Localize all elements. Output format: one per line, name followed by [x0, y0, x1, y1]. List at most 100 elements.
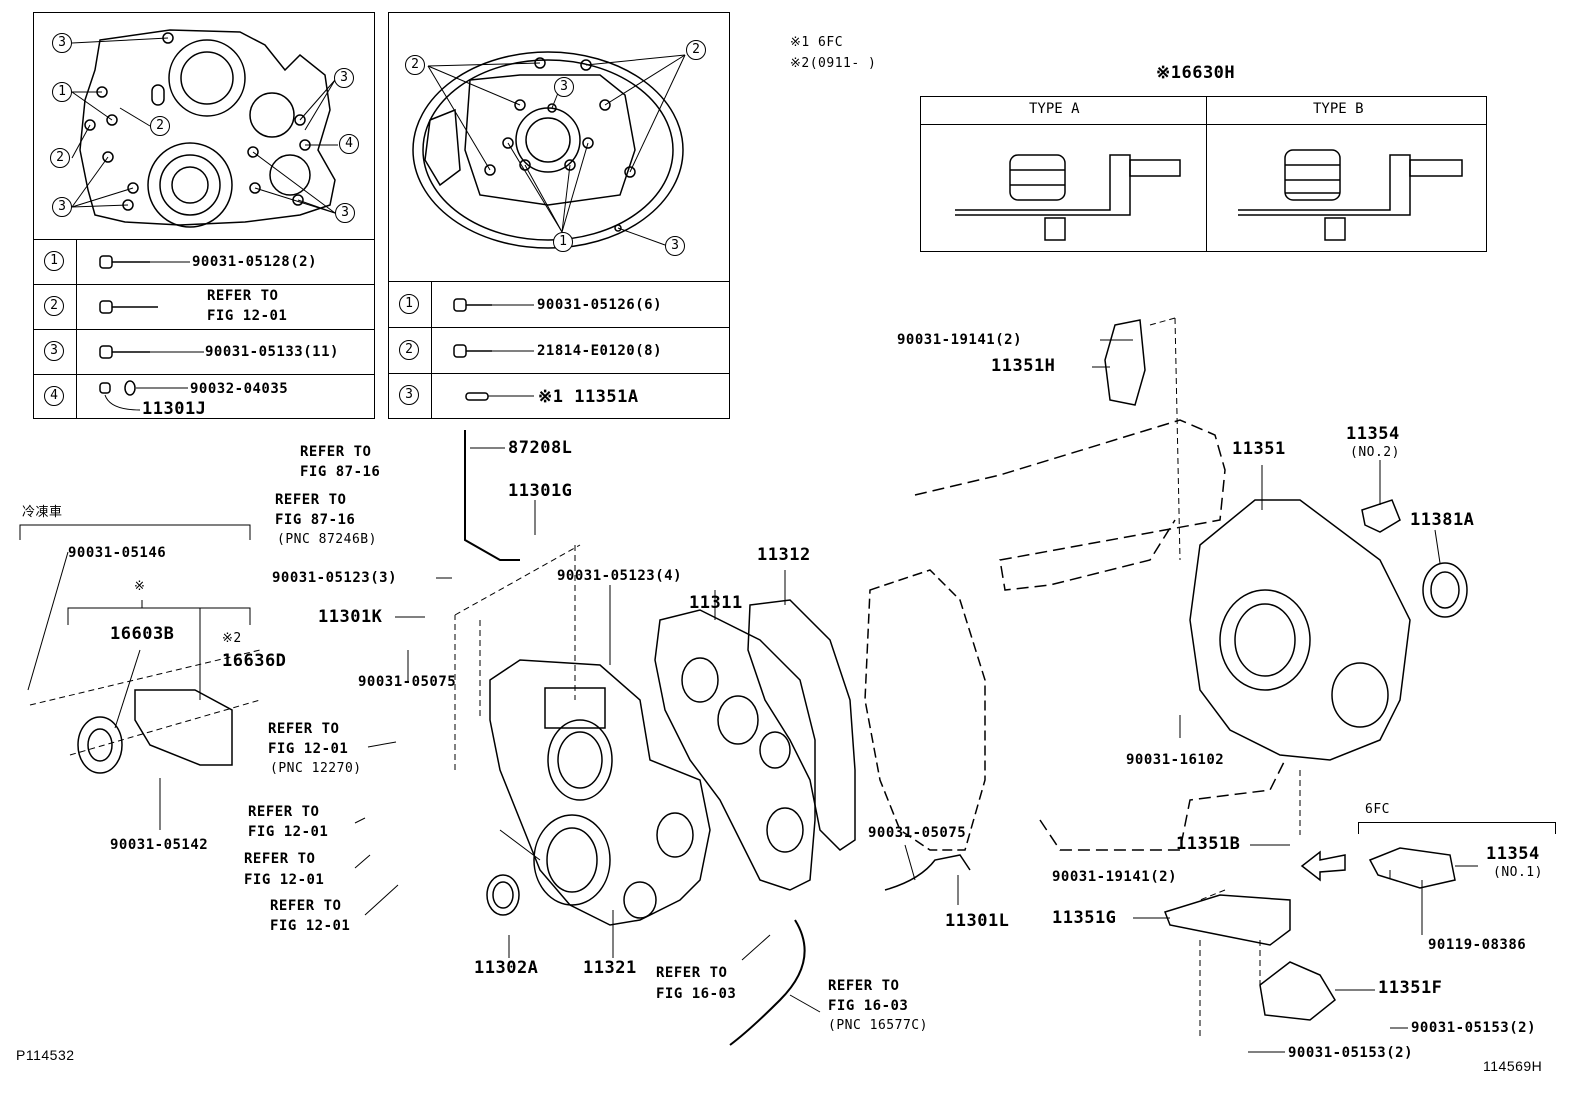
- table-b-num-3: 3: [399, 385, 419, 405]
- bolt-icons-tables: [99, 255, 534, 411]
- label-16636d: 16636D: [222, 651, 287, 671]
- label-11381a: 11381A: [1410, 510, 1475, 530]
- inset-table-a: [33, 12, 375, 419]
- label-refer-87-16-b2: FIG 87-16: [275, 512, 356, 528]
- oil-seal-drawing: [1422, 562, 1468, 618]
- label-11351: 11351: [1232, 439, 1286, 459]
- inset-a-callout-1: 1: [52, 82, 72, 102]
- label-11351f: 11351F: [1378, 978, 1443, 998]
- type-a-pulley-drawing: [955, 154, 1181, 241]
- label-refer-16-03-b1: REFER TO: [828, 978, 900, 994]
- label-no1: (NO.1): [1493, 865, 1543, 880]
- label-11354-a: 11354: [1346, 424, 1400, 444]
- front-plate-drawing: [654, 609, 816, 891]
- table-b-num-1: 1: [399, 294, 419, 314]
- label-kome2: ※2: [222, 631, 242, 646]
- figure-code-right: 114569H: [1483, 1058, 1543, 1074]
- inset-a-callout-3a: 3: [52, 33, 72, 53]
- label-90031-19141-a: 90031-19141(2): [897, 332, 1023, 348]
- table-b-part-3: ※1 11351A: [538, 387, 639, 407]
- inset-a-callout-2a: 2: [150, 116, 170, 136]
- label-kome: ※: [134, 579, 146, 594]
- inset-b-callout-2b: 2: [686, 40, 706, 60]
- label-90031-05142: 90031-05142: [110, 837, 209, 853]
- inset-a-callout-3b: 3: [52, 197, 72, 217]
- inset-a-callout-3c: 3: [334, 68, 354, 88]
- label-11351h: 11351H: [991, 356, 1056, 376]
- type-table-title: ※16630H: [1156, 63, 1236, 83]
- label-90031-05146: 90031-05146: [68, 545, 167, 561]
- type-b-header: TYPE B: [1313, 101, 1364, 117]
- inset-a-callout-3d: 3: [335, 203, 355, 223]
- inset-b-callout-3a: 3: [554, 77, 574, 97]
- bracket-11351f-drawing: [1259, 961, 1336, 1021]
- inset-table-b: [388, 12, 730, 419]
- label-11301l: 11301L: [945, 911, 1010, 931]
- table-a-refer-2: FIG 12-01: [207, 308, 288, 324]
- label-90119-08386: 90119-08386: [1428, 937, 1527, 953]
- bracket-11351h-drawing: [1104, 319, 1146, 406]
- water-hose-drawing: [729, 919, 806, 1046]
- label-pnc-16577c: (PNC 16577C): [828, 1018, 928, 1033]
- oil-pipe-87208l: [464, 430, 520, 561]
- timing-gear-case-drawing: [489, 659, 711, 926]
- inset-b-callout-3b: 3: [665, 236, 685, 256]
- gasket-drawing: [747, 599, 856, 851]
- label-90031-05075-a: 90031-05075: [358, 674, 457, 690]
- label-11354-b: 11354: [1486, 844, 1540, 864]
- label-refer-12-01-a2: FIG 12-01: [268, 741, 349, 757]
- label-refer-16-03-a2: FIG 16-03: [656, 986, 737, 1002]
- inset-b-callout-1: 1: [553, 232, 573, 252]
- figure-code-left: P114532: [16, 1047, 75, 1063]
- sensor-wire-11301l: [884, 854, 971, 891]
- label-refer-12-01-b2: FIG 12-01: [248, 824, 329, 840]
- table-a-part-3: 90031-05133(11): [205, 344, 339, 360]
- engine-block-outline: [914, 419, 1226, 591]
- table-a-num-2: 2: [44, 296, 64, 316]
- label-11302a: 11302A: [474, 958, 539, 978]
- label-11301g: 11301G: [508, 481, 573, 501]
- arrow-6fc: [1300, 850, 1346, 882]
- label-reitou-sha: 冷凍車: [22, 505, 63, 520]
- inset-b-callout-2a: 2: [405, 55, 425, 75]
- table-b-num-2: 2: [399, 340, 419, 360]
- label-11351g: 11351G: [1052, 908, 1117, 928]
- crank-seal-drawing: [486, 874, 520, 916]
- label-refer-87-16-b1: REFER TO: [275, 492, 347, 508]
- label-90031-19141-b: 90031-19141(2): [1052, 869, 1178, 885]
- label-16603b: 16603B: [110, 624, 175, 644]
- label-11312: 11312: [757, 545, 811, 565]
- label-refer-16-03-a1: REFER TO: [656, 965, 728, 981]
- table-a-num-1: 1: [44, 251, 64, 271]
- label-no2: (NO.2): [1350, 445, 1400, 460]
- label-refer-12-01-d2: FIG 12-01: [270, 918, 351, 934]
- label-refer-87-16-a2: FIG 87-16: [300, 464, 381, 480]
- bracket-11351g-drawing: [1164, 894, 1291, 946]
- label-90031-05123-3: 90031-05123(3): [272, 570, 398, 586]
- label-refer-16-03-b2: FIG 16-03: [828, 998, 909, 1014]
- note-1: ※1 6FC: [790, 35, 844, 50]
- 6fc-bracket: [1358, 822, 1556, 834]
- table-b-part-2: 21814-E0120(8): [537, 343, 663, 359]
- label-11301k: 11301K: [318, 607, 383, 627]
- plug-no2-drawing: [1361, 499, 1401, 533]
- label-pnc-87246b: (PNC 87246B): [277, 532, 377, 547]
- label-6fc: 6FC: [1365, 802, 1390, 817]
- table-a-num-4: 4: [44, 386, 64, 406]
- plate-no1-drawing: [1368, 847, 1456, 889]
- rear-plate-outline: [864, 569, 986, 851]
- label-90031-05153-a: 90031-05153(2): [1411, 1020, 1537, 1036]
- flywheel-housing-inset-drawing: [412, 51, 684, 249]
- label-87208l: 87208L: [508, 438, 573, 458]
- label-90031-05123-4: 90031-05123(4): [557, 568, 683, 584]
- label-90031-05153-b: 90031-05153(2): [1288, 1045, 1414, 1061]
- label-90031-05075-b: 90031-05075: [868, 825, 967, 841]
- note-2: ※2(0911- ): [790, 56, 877, 71]
- label-refer-12-01-c2: FIG 12-01: [244, 872, 325, 888]
- idler-pulley-drawing: [77, 689, 233, 774]
- label-refer-12-01-a1: REFER TO: [268, 721, 340, 737]
- type-table: [920, 96, 1487, 252]
- label-refer-12-01-c1: REFER TO: [244, 851, 316, 867]
- label-pnc-12270: (PNC 12270): [270, 761, 362, 776]
